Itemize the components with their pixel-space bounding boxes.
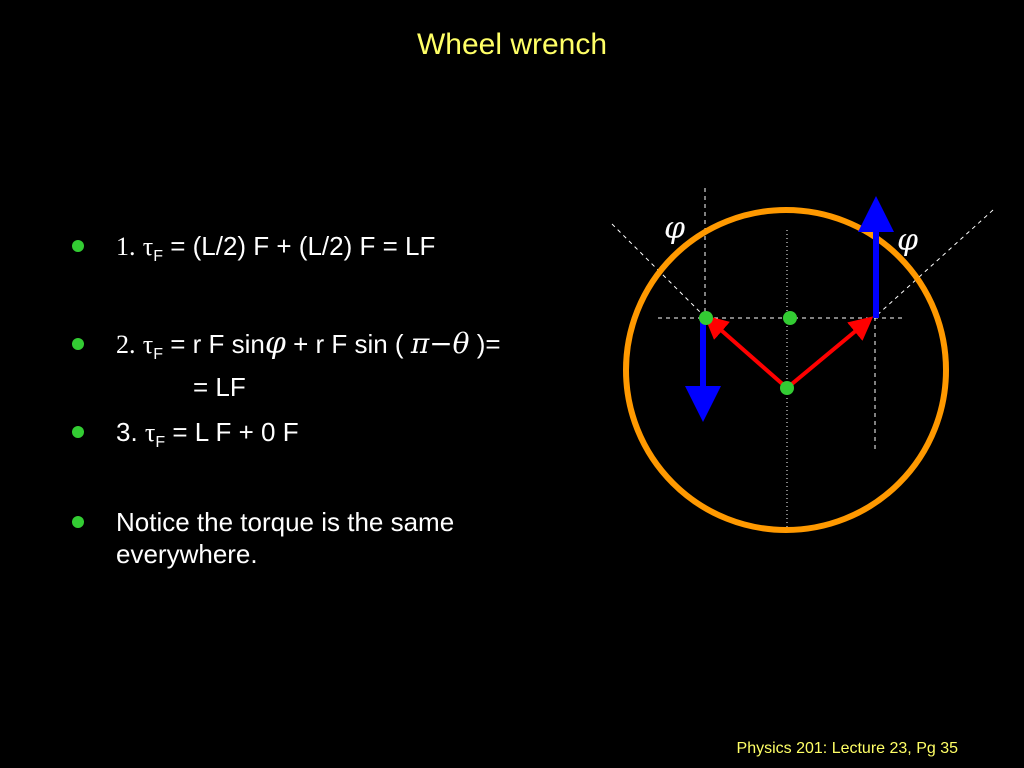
tau-symbol: τ [144, 418, 156, 447]
subscript: F [153, 346, 163, 363]
bullet-text-2: 2. τF = r F sinφ + r F sin ( π−θ )= [116, 328, 501, 365]
bullet-number: 1. [116, 232, 136, 261]
tau-symbol: τ [142, 232, 154, 261]
bullet-dot [72, 338, 84, 350]
equation-text-c: )= [469, 329, 501, 359]
angle-label-right: φ [897, 223, 918, 258]
tau-symbol: τ [142, 330, 154, 359]
pi-theta-symbol: π−θ [410, 327, 470, 360]
bullet-text-3: 3. τF = L F + 0 F [116, 416, 299, 453]
point-axle [780, 381, 794, 395]
bullet-text-4: Notice the torque is the same everywhere… [116, 507, 455, 569]
bullet-number: 2. [116, 330, 136, 359]
bullet-dot [72, 426, 84, 438]
subscript: F [155, 434, 166, 451]
phi-symbol: φ [264, 326, 286, 361]
angle-label-left: φ [664, 211, 685, 246]
bullet-dot [72, 516, 84, 528]
equation-text-a: = r F sin [162, 329, 265, 359]
bullet-2-continuation: = LF [193, 372, 246, 402]
point-left [699, 311, 713, 325]
subscript: F [153, 248, 163, 265]
point-center [783, 311, 797, 325]
radius-arrow-right [785, 316, 874, 390]
wheel-circle [623, 207, 949, 533]
bullet-dot [72, 240, 84, 252]
equation-text-b: + r F sin ( [285, 329, 411, 359]
guide-line-diagonal-right [874, 209, 994, 318]
page-title: Wheel wrench [416, 28, 608, 61]
bullet-number: 3. [116, 417, 138, 447]
equation-text: = (L/2) F + (L/2) F = LF [162, 231, 436, 261]
slide-footer: Physics 201: Lecture 23, Pg 35 [736, 740, 958, 757]
bullet-text-1: 1. τF = (L/2) F + (L/2) F = LF [116, 230, 435, 267]
radius-arrow-left [703, 315, 789, 390]
equation-text: = L F + 0 F [165, 417, 299, 447]
